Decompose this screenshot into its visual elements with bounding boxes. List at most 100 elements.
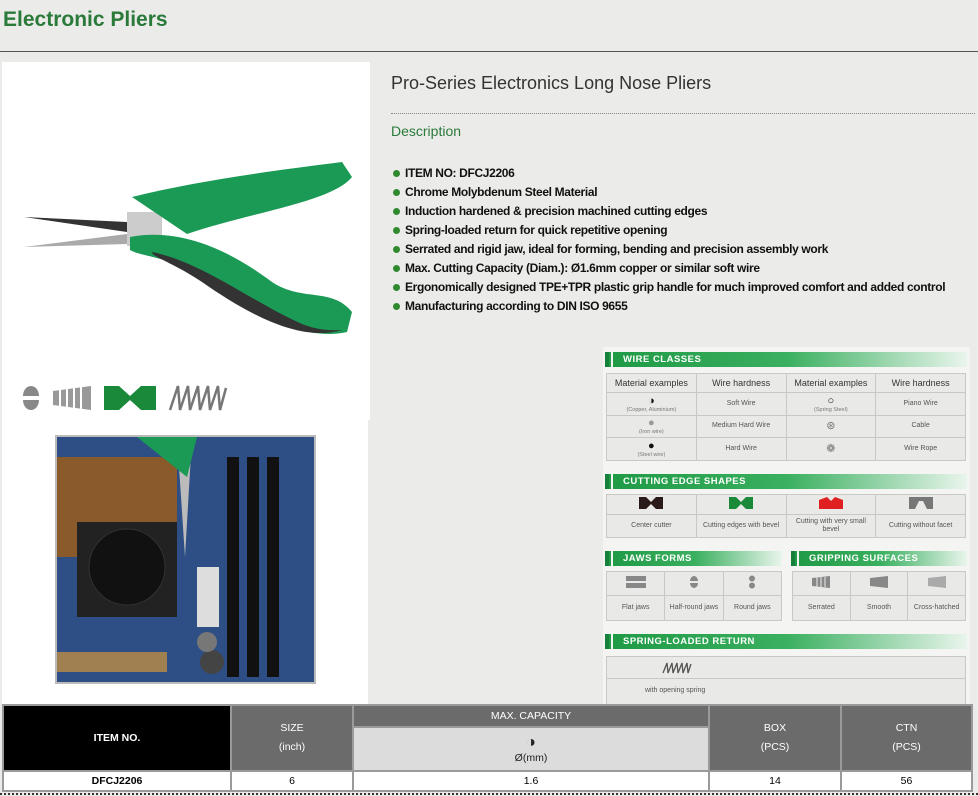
header-ctn: CTN(PCS) <box>840 704 973 772</box>
product-image[interactable] <box>2 62 370 420</box>
smooth-icon <box>849 571 909 596</box>
bullet-icon <box>393 303 400 310</box>
jaws-forms-header: JAWS FORMS <box>605 551 782 566</box>
feature-item: Manufacturing according to DIN ISO 9655 <box>393 297 945 316</box>
bullet-icon <box>393 246 400 253</box>
flat-jaws-icon <box>605 571 666 596</box>
ring-icon: ○ <box>827 394 835 407</box>
motherboard-photo <box>57 437 314 682</box>
black-circle-icon: ● <box>648 440 655 453</box>
jaw-label: Round jaws <box>722 595 783 621</box>
gripping-surfaces-header: GRIPPING SURFACES <box>791 551 967 566</box>
bullet-icon <box>393 189 400 196</box>
cutting-label: Cutting without facet <box>875 514 966 538</box>
feature-item: Ergonomically designed TPE+TPR plastic g… <box>393 278 946 297</box>
bullet-icon <box>393 265 400 272</box>
capacity-unit: Ø(mm) <box>514 752 548 764</box>
cutting-edge-header: CUTTING EDGE SHAPES <box>605 474 967 489</box>
feature-text: Induction hardened & precision machined … <box>405 204 708 218</box>
hardness-cell: Piano Wire <box>875 392 966 416</box>
center-cutter-icon <box>606 494 697 515</box>
hardness-cell: Soft Wire <box>695 392 787 416</box>
serrated-grip-icon <box>53 386 91 410</box>
size-unit: (inch) <box>278 741 306 753</box>
size-label: SIZE <box>280 722 304 734</box>
page-title: Electronic Pliers <box>3 8 168 31</box>
col-header: Wire hardness <box>695 373 787 393</box>
cross-hatched-icon <box>907 571 966 596</box>
box-label: BOX <box>763 722 787 734</box>
ctn-unit: (PCS) <box>892 741 921 753</box>
spring-label: with opening spring <box>645 687 706 694</box>
item-no-cell: DFCJ2206 <box>2 770 232 792</box>
box-cell: 14 <box>708 770 842 792</box>
hardness-cell: Medium Hard Wire <box>695 414 787 439</box>
hardness-cell: Wire Rope <box>875 437 966 461</box>
usage-photo[interactable] <box>55 435 316 684</box>
material-cell: ●(Steel wire) <box>606 437 697 461</box>
cutting-label: Cutting edges with bevel <box>695 514 787 538</box>
jaw-label: Half-round jaws <box>664 595 724 621</box>
material-text: (Copper, Aluminium) <box>626 406 677 413</box>
hardness-cell: Cable <box>875 414 966 439</box>
feature-text: Chrome Molybdenum Steel Material <box>405 185 598 199</box>
feature-text: Manufacturing according to DIN ISO 9655 <box>405 299 628 313</box>
bevel-edge-icon <box>695 494 787 515</box>
bullet-icon <box>393 170 400 177</box>
no-facet-icon <box>875 494 966 515</box>
bullet-icon <box>393 284 400 291</box>
feature-text: ITEM NO: DFCJ2206 <box>405 166 515 180</box>
spring-icon <box>168 385 228 411</box>
feature-item: Spring-loaded return for quick repetitiv… <box>393 221 945 240</box>
description-heading: Description <box>391 123 462 139</box>
divider <box>0 51 978 52</box>
feature-text: Spring-loaded return for quick repetitiv… <box>405 223 668 237</box>
spring-return-header: SPRING-LOADED RETURN <box>605 634 967 649</box>
wire-rope-icon: ❁ <box>826 443 836 456</box>
wire-classes-header: WIRE CLASSES <box>605 352 967 367</box>
capacity-cell: 1.6 <box>352 770 710 792</box>
material-cell: ◑(Copper, Aluminium) <box>606 392 697 416</box>
hardness-cell: Hard Wire <box>695 437 787 461</box>
table-row: DFCJ2206 6 1.6 14 56 <box>2 770 973 792</box>
cable-icon: ⊛ <box>826 420 836 433</box>
half-round-jaws-icon <box>664 571 724 596</box>
bullet-icon <box>393 208 400 215</box>
grip-label: Serrated <box>792 595 851 621</box>
col-header: Wire hardness <box>875 373 966 393</box>
product-title: Pro-Series Electronics Long Nose Pliers <box>391 73 712 93</box>
feature-text: Max. Cutting Capacity (Diam.): Ø1.6mm co… <box>405 261 760 275</box>
material-cell: ❁ <box>785 437 877 461</box>
cutting-label: Cutting with very small bevel <box>785 514 877 538</box>
grip-label: Cross-hatched <box>907 595 966 621</box>
col-header: Material examples <box>606 373 697 393</box>
jaw-label: Flat jaws <box>605 595 666 621</box>
half-round-jaw-icon <box>23 386 39 410</box>
ctn-cell: 56 <box>840 770 973 792</box>
bottom-dotted-border <box>0 793 978 795</box>
spring-icon <box>662 662 692 674</box>
material-text: (Steel wire) <box>637 452 666 459</box>
col-header: Material examples <box>785 373 877 393</box>
feature-item: Max. Cutting Capacity (Diam.): Ø1.6mm co… <box>393 259 945 278</box>
feature-list: ITEM NO: DFCJ2206 Chrome Molybdenum Stee… <box>393 164 946 316</box>
half-filled-circle-icon: ◑ <box>648 394 655 407</box>
small-bevel-icon <box>785 494 877 515</box>
bullet-icon <box>393 227 400 234</box>
capacity-unit-cell: ◑Ø(mm) <box>352 726 710 772</box>
spring-return-box: with opening spring <box>606 656 966 705</box>
material-text: (Iron wire) <box>638 429 664 436</box>
half-filled-circle-icon: ◑ <box>526 734 536 751</box>
product-spec-table: ITEM NO. SIZE(inch) MAX. CAPACITY BOX(PC… <box>2 704 973 792</box>
dotted-divider <box>391 113 975 114</box>
material-cell: ⊛ <box>785 414 877 439</box>
material-cell: ●(Iron wire) <box>606 414 697 439</box>
feature-item: Chrome Molybdenum Steel Material <box>393 183 945 202</box>
header-box: BOX(PCS) <box>708 704 842 772</box>
header-item-no: ITEM NO. <box>2 704 232 772</box>
round-jaws-icon <box>722 571 783 596</box>
